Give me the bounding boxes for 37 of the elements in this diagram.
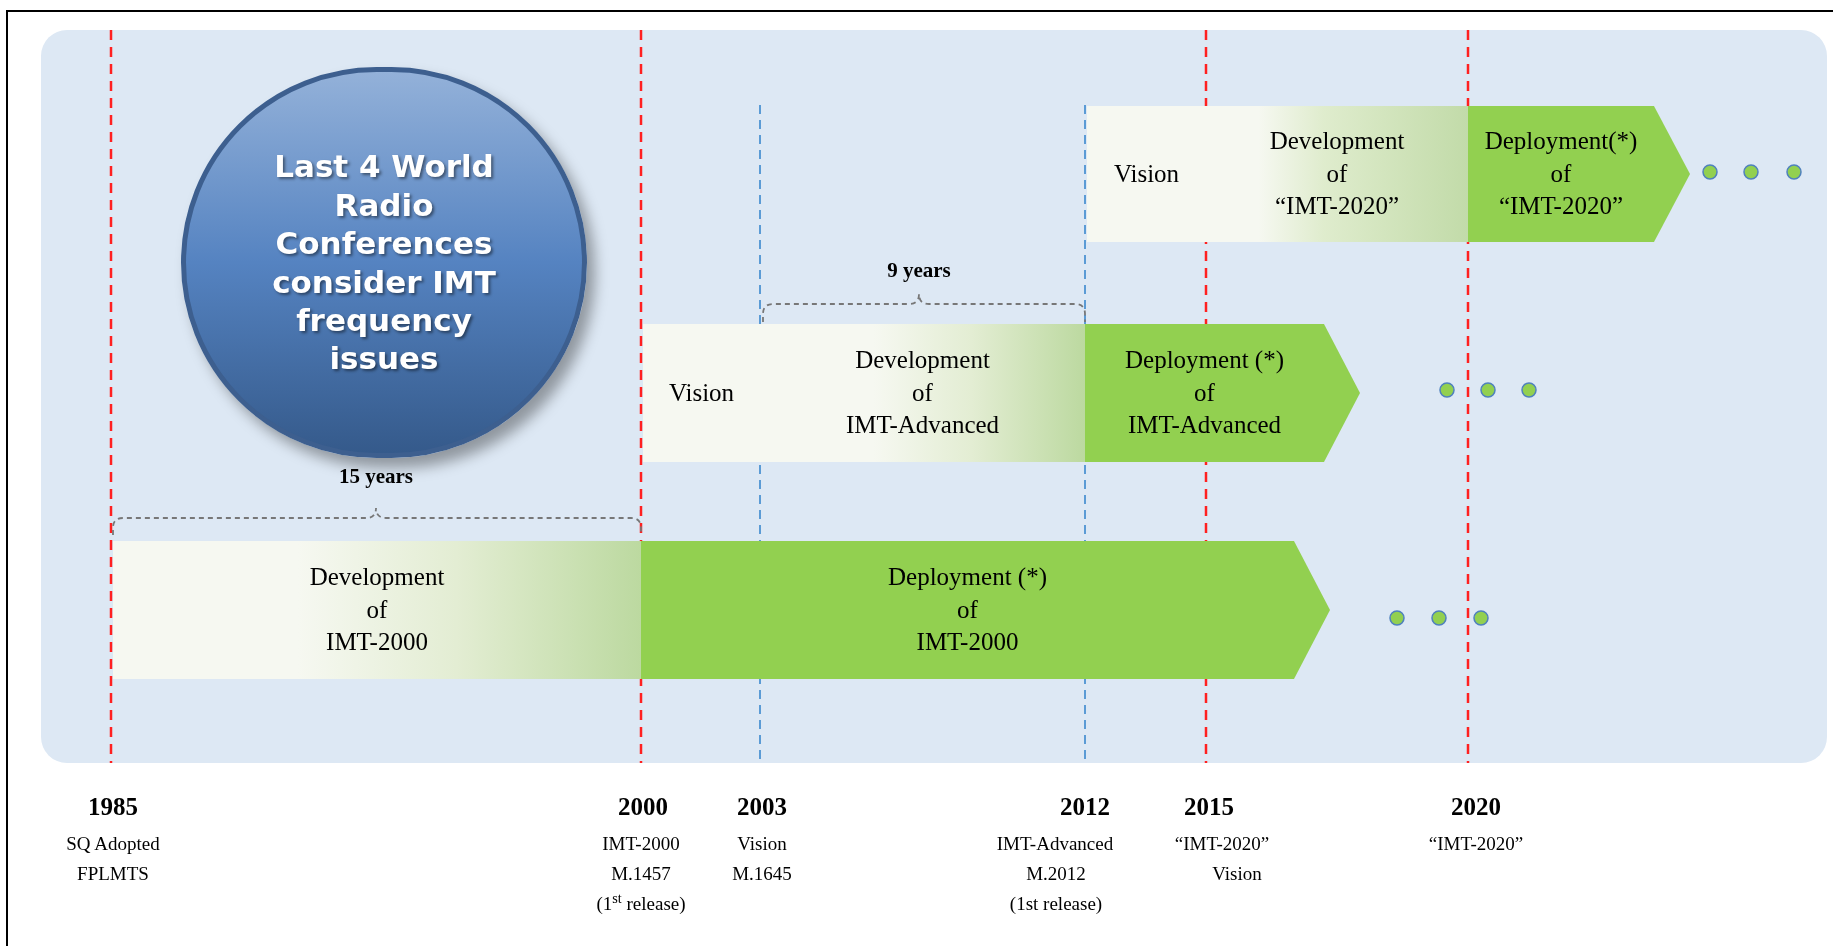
node-label: Deployment (*) of IMT-2000 (888, 562, 1047, 658)
timeline-label: M.2012 (1026, 861, 1086, 886)
timeline-label: M.1645 (732, 861, 792, 886)
node-label: Development of IMT-2000 (309, 562, 445, 658)
node-label: Vision (668, 377, 735, 408)
timeline-label: FPLMTS (77, 861, 149, 886)
phase-box (643, 324, 760, 462)
node-label: Development of IMT-Advanced (845, 345, 1000, 441)
circle-label: Last 4 World Radio Conferences consider IMT frequency issues (271, 147, 497, 378)
timeline-label: “IMT-2020” (1174, 831, 1270, 856)
timeline-label: 2020 (1451, 792, 1501, 823)
duration-label: 15 years (338, 463, 414, 491)
timeline-label: 2015 (1184, 792, 1234, 823)
timeline-label: Vision (1212, 861, 1262, 886)
duration-label: 9 years (887, 257, 951, 285)
node-label: Deployment (*) of IMT-Advanced (1125, 345, 1284, 441)
phase-box (1087, 106, 1206, 242)
timeline-label: Vision (737, 831, 787, 856)
phase-box (760, 324, 1085, 462)
arrow-box (1468, 106, 1690, 242)
phase-box (1206, 106, 1468, 242)
timeline-label: “IMT-2020” (1428, 831, 1524, 856)
timeline-label: (1$^{st}$ release) (596, 889, 686, 916)
node-label: Deployment(*) of “IMT-2020” (1484, 126, 1638, 222)
timeline-label: (1st release) (1009, 891, 1103, 916)
timeline-label: 2003 (737, 792, 787, 823)
node-label: Development of “IMT-2020” (1269, 126, 1405, 222)
node-label: Vision (1113, 158, 1180, 189)
timeline-label: IMT-Advanced (996, 831, 1114, 856)
phase-box (113, 541, 641, 679)
timeline-label: SQ Adopted (66, 831, 160, 856)
timeline-label: M.1457 (611, 861, 671, 886)
timeline-label: 2012 (1060, 792, 1110, 823)
timeline-label: 2000 (618, 792, 668, 823)
timeline-label: 1985 (88, 792, 138, 823)
timeline-label: IMT-2000 (602, 831, 680, 856)
arrow-box (1085, 324, 1360, 462)
